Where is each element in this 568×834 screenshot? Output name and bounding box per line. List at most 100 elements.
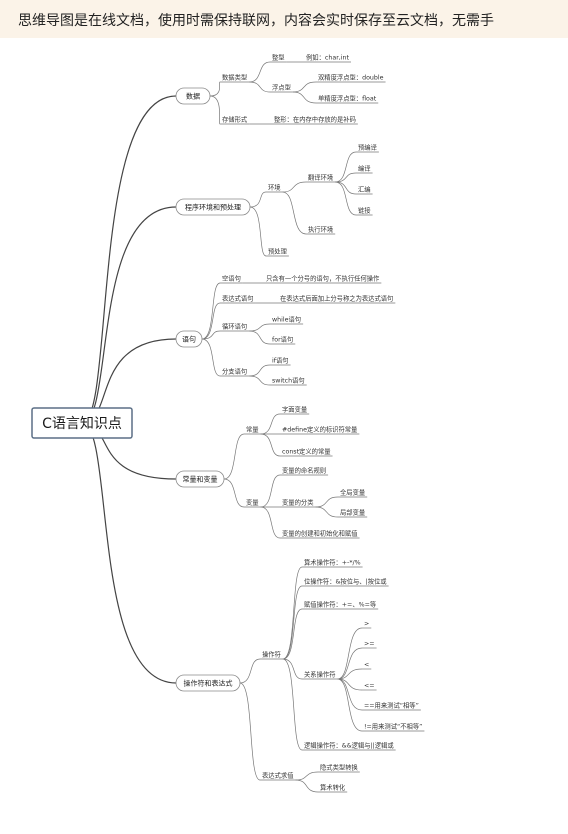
- node-level-3-label: while语句: [272, 315, 301, 324]
- connector-line: [337, 627, 363, 680]
- node-level-2-label: 环境: [268, 183, 281, 192]
- connector-line: [282, 191, 307, 235]
- branch-pill: [175, 87, 211, 105]
- node-level-4-label: !=用来测试“不相等”: [364, 722, 422, 731]
- node-level-3-label: 逻辑操作符：&&逻辑与||逻辑或: [304, 741, 394, 750]
- node-level-2-label: 数据类型: [222, 73, 247, 82]
- branch-label: 常量和变量: [183, 475, 218, 484]
- branch-node[interactable]: 操作符和表达式: [175, 674, 241, 692]
- root-box: [31, 407, 133, 439]
- connector-line: [282, 585, 303, 660]
- node-level-3-label: 浮点型: [272, 83, 291, 92]
- node-level-3-label: 算术转化: [320, 783, 346, 792]
- node-level-4-label: 汇编: [358, 185, 371, 194]
- connector-line: [335, 181, 357, 195]
- notice-banner: 思维导图是在线文档，使用时需保持联网，内容会实时保存至云文档，无需手: [0, 0, 568, 38]
- node-level-4-label: <: [364, 662, 369, 669]
- node-level-3-label: 执行环境: [308, 225, 333, 234]
- node-level-3-label: 位操作符：&按位与、|按位或: [304, 577, 387, 586]
- connector-line: [337, 668, 363, 680]
- mind-map-canvas[interactable]: C语言知识点 数据 数据类型 整型 例如：char,int 浮点型 双精度浮点型：doubl…: [0, 38, 568, 834]
- branch-node[interactable]: 数据: [175, 87, 211, 105]
- node-level-3-label: #define定义的标识符常量: [282, 425, 358, 434]
- node-level-4-label: 例如：char,int: [306, 53, 350, 62]
- connector-line: [201, 282, 221, 340]
- branch-pill: [175, 198, 251, 216]
- connector-line: [249, 364, 271, 377]
- branch-node[interactable]: 常量和变量: [175, 470, 225, 488]
- node-level-3-label: if语句: [272, 356, 289, 365]
- node-level-3-label: const定义的常量: [282, 447, 331, 456]
- node-level-2-label: 存储形式: [222, 115, 248, 124]
- node-level-3-label: 赋值操作符：+=、%=等: [304, 600, 377, 609]
- node-level-4-label: 单精度浮点型：float: [318, 94, 377, 103]
- node-level-4-label: 全局变量: [340, 488, 366, 497]
- node-level-3-label: 变量的命名规则: [282, 466, 326, 475]
- branch-node[interactable]: 程序环境和预处理: [175, 198, 251, 216]
- root-title: C语言知识点: [42, 415, 122, 432]
- root-node[interactable]: C语言知识点: [31, 407, 133, 439]
- branch-label: 语句: [182, 335, 196, 344]
- connector-line: [335, 172, 357, 183]
- node-level-4-label: 预编译: [358, 143, 378, 152]
- branch-label: 程序环境和预处理: [185, 203, 241, 212]
- connector-line: [282, 658, 303, 680]
- node-level-2-label: 表达式语句: [222, 294, 253, 303]
- connector-line: [249, 191, 267, 208]
- node-level-3-label: 关系操作符: [304, 670, 335, 679]
- node-level-3-label: 在表达式后面加上分号称之为表达式语句: [280, 294, 393, 303]
- connector-line: [81, 95, 177, 424]
- node-level-3-label: 整型: [272, 53, 285, 62]
- connector-line: [292, 81, 317, 93]
- branch-label: 数据: [186, 92, 200, 101]
- branch-label: 操作符和表达式: [184, 679, 233, 688]
- node-level-2-label: 预处理: [268, 247, 288, 256]
- connector-line: [282, 608, 303, 660]
- connector-line: [249, 81, 271, 93]
- connector-line: [295, 771, 319, 781]
- connector-line: [209, 95, 221, 125]
- connector-line: [335, 181, 357, 216]
- node-level-4-label: >: [364, 621, 369, 628]
- connector-line: [249, 375, 271, 386]
- node-level-2-label: 常量: [246, 425, 259, 434]
- connector-line: [337, 678, 363, 711]
- node-level-3-label: 隐式类型转换: [320, 763, 358, 772]
- connector-line: [249, 206, 267, 257]
- connector-line: [282, 658, 303, 751]
- node-level-2-label: 表达式求值: [262, 771, 294, 780]
- node-level-2-label: 循环语句: [222, 322, 247, 331]
- connector-line: [239, 682, 261, 781]
- node-level-3-label: for语句: [272, 335, 293, 344]
- connector-line: [335, 151, 357, 183]
- connector-line: [260, 433, 281, 457]
- branch-pill: [175, 674, 241, 692]
- connector-line: [239, 658, 261, 684]
- connector-line: [223, 478, 245, 508]
- connector-line: [337, 647, 363, 680]
- node-level-3-label: 字面变量: [282, 405, 308, 414]
- node-level-4-label: 双精度浮点型：double: [318, 73, 384, 82]
- node-level-2-label: 空语句: [222, 274, 241, 283]
- node-level-4-label: <=: [364, 683, 375, 690]
- node-level-2-label: 分支语句: [222, 367, 247, 376]
- connector-line: [337, 678, 363, 732]
- connector-line: [282, 566, 303, 660]
- branch-pill: [175, 330, 203, 348]
- node-level-2-label: 变量: [246, 498, 259, 507]
- branch-node[interactable]: 语句: [175, 330, 203, 348]
- node-level-3-label: 变量的分类: [282, 498, 314, 507]
- notice-text: 思维导图是在线文档，使用时需保持联网，内容会实时保存至云文档，无需手: [18, 13, 494, 29]
- connector-line: [201, 330, 221, 340]
- connector-line: [209, 81, 221, 97]
- branch-pill: [175, 470, 225, 488]
- connector-line: [282, 181, 307, 193]
- connector-line: [201, 302, 221, 340]
- node-level-3-label: 只含有一个分号的语句，不执行任何操作: [266, 274, 380, 283]
- node-level-4-label: >=: [364, 641, 375, 648]
- connector-line: [81, 422, 177, 684]
- node-level-4-label: ==用来测试“相等”: [364, 701, 419, 710]
- node-level-3-label: switch语句: [272, 376, 305, 385]
- connector-line: [260, 474, 281, 508]
- connector-line: [295, 779, 319, 793]
